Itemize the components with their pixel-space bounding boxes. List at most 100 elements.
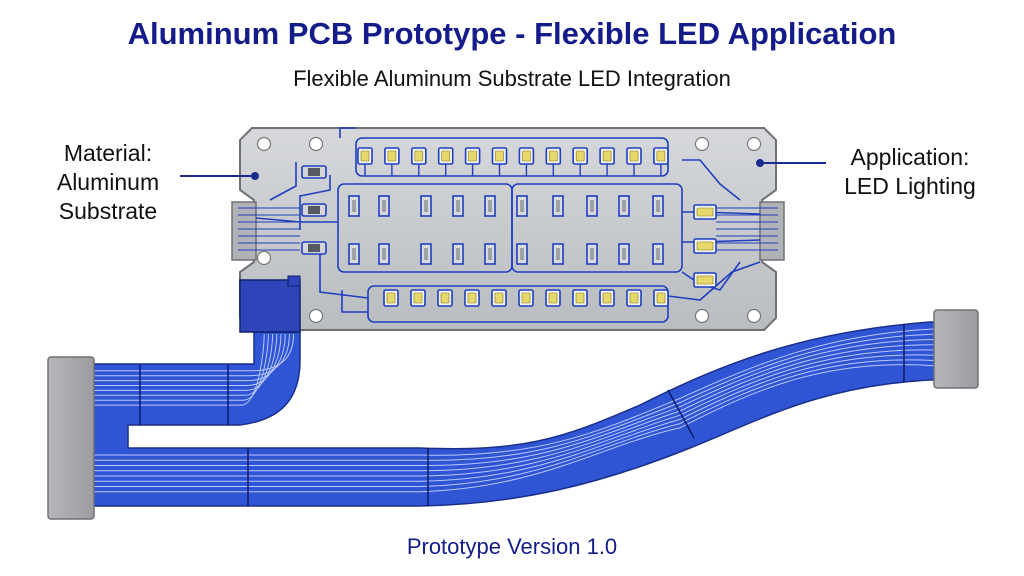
ribbon-trace bbox=[94, 333, 290, 377]
led-emitter bbox=[629, 292, 639, 304]
led-emitter bbox=[696, 275, 714, 285]
smd-pad-core bbox=[382, 200, 386, 212]
page-subtitle: Flexible Aluminum Substrate LED Integrat… bbox=[293, 66, 731, 91]
smd-pad-core bbox=[556, 248, 560, 260]
ribbon-trace bbox=[94, 354, 935, 482]
board-left-connector bbox=[231, 201, 257, 261]
smd-pad-core bbox=[590, 200, 594, 212]
smd-pad-core bbox=[382, 248, 386, 260]
aluminum-board bbox=[239, 127, 777, 331]
trace-path bbox=[299, 175, 331, 230]
resistor-body bbox=[308, 244, 320, 252]
ribbon-trace bbox=[94, 339, 935, 467]
resistor-array bbox=[301, 165, 327, 255]
trace-path bbox=[682, 159, 741, 201]
smd-pad-core bbox=[622, 248, 626, 260]
smd-pad-core bbox=[488, 248, 492, 260]
page-title: Aluminum PCB Prototype - Flexible LED Ap… bbox=[127, 16, 897, 51]
flex-tail-stiffener bbox=[239, 279, 301, 333]
mounting-hole bbox=[694, 308, 710, 324]
led-emitter bbox=[440, 292, 450, 304]
led-emitter bbox=[548, 292, 558, 304]
trace-path bbox=[339, 127, 356, 138]
mounting-hole bbox=[256, 250, 272, 266]
ribbon-trace bbox=[94, 349, 935, 477]
mounting-hole bbox=[308, 308, 324, 324]
ribbon-trace bbox=[94, 333, 286, 382]
led-emitter bbox=[575, 292, 585, 304]
ribbon-trace bbox=[94, 328, 935, 456]
flex-tail-tab bbox=[287, 275, 301, 287]
application-callout-value: LED Lighting bbox=[844, 173, 976, 199]
material-callout-value-2: Substrate bbox=[58, 198, 158, 224]
ribbon-trace bbox=[94, 359, 935, 487]
smd-pad-core bbox=[590, 248, 594, 260]
smd-pad-core bbox=[352, 248, 356, 260]
smd-pad-core bbox=[656, 200, 660, 212]
smd-pad-core bbox=[520, 248, 524, 260]
smd-pad-core bbox=[456, 200, 460, 212]
flex-cable-traces bbox=[94, 328, 935, 493]
right-cable-connector bbox=[933, 309, 979, 389]
ribbon-trace bbox=[94, 333, 269, 401]
flex-cable-long bbox=[91, 321, 941, 507]
board-right-connector bbox=[759, 201, 785, 261]
led-emitter bbox=[548, 150, 558, 162]
smd-pad-array bbox=[348, 195, 664, 265]
led-array bbox=[357, 147, 717, 307]
flex-cable-segment-mark bbox=[667, 389, 695, 439]
smd-pad-core bbox=[424, 200, 428, 212]
mounting-hole bbox=[256, 136, 272, 152]
led-emitter bbox=[441, 150, 451, 162]
trace-path bbox=[341, 290, 368, 313]
mounting-hole bbox=[308, 136, 324, 152]
mounting-hole bbox=[746, 308, 762, 324]
ribbon-trace bbox=[94, 333, 278, 391]
version-label: Prototype Version 1.0 bbox=[406, 534, 618, 559]
led-emitter bbox=[414, 150, 424, 162]
led-emitter bbox=[413, 292, 423, 304]
application-leader-dot bbox=[756, 159, 764, 167]
smd-pad-core bbox=[352, 200, 356, 212]
resistor-body bbox=[308, 168, 320, 176]
led-emitter bbox=[495, 150, 504, 162]
ribbon-trace bbox=[94, 364, 935, 493]
smd-pad-core bbox=[424, 248, 428, 260]
trace-path bbox=[269, 162, 297, 201]
smd-pad-core bbox=[488, 200, 492, 212]
led-emitter bbox=[696, 207, 714, 217]
application-callout: Application: LED Lighting bbox=[830, 143, 990, 201]
trace-path bbox=[319, 246, 369, 299]
led-emitter bbox=[468, 150, 477, 162]
ribbon-trace bbox=[94, 333, 265, 406]
ribbon-trace bbox=[94, 333, 274, 396]
led-emitter bbox=[696, 241, 714, 251]
smd-pad-core bbox=[556, 200, 560, 212]
led-emitter bbox=[386, 292, 396, 304]
led-emitter bbox=[629, 150, 639, 162]
led-emitter bbox=[521, 292, 531, 304]
trace-middle-right-loop bbox=[511, 183, 683, 273]
resistor-body bbox=[308, 206, 320, 214]
material-callout-label: Material: bbox=[63, 140, 153, 166]
led-emitter bbox=[602, 292, 612, 304]
ribbon-trace bbox=[94, 333, 935, 461]
led-emitter bbox=[387, 150, 397, 162]
material-callout-value-1: Aluminum bbox=[56, 169, 160, 195]
left-cable-connector bbox=[47, 356, 95, 520]
mounting-hole bbox=[746, 136, 762, 152]
led-emitter bbox=[602, 150, 612, 162]
ribbon-trace bbox=[94, 333, 282, 386]
led-emitter bbox=[360, 150, 370, 162]
smd-pad-core bbox=[520, 200, 524, 212]
led-emitter bbox=[467, 292, 477, 304]
smd-pad-core bbox=[656, 248, 660, 260]
material-callout: Material: Aluminum Substrate bbox=[38, 139, 178, 226]
led-emitter bbox=[656, 150, 666, 162]
led-emitter bbox=[494, 292, 504, 304]
material-leader-dot bbox=[251, 172, 259, 180]
smd-pad-core bbox=[456, 248, 460, 260]
flex-cable-body bbox=[91, 321, 941, 507]
smd-pad-core bbox=[622, 200, 626, 212]
